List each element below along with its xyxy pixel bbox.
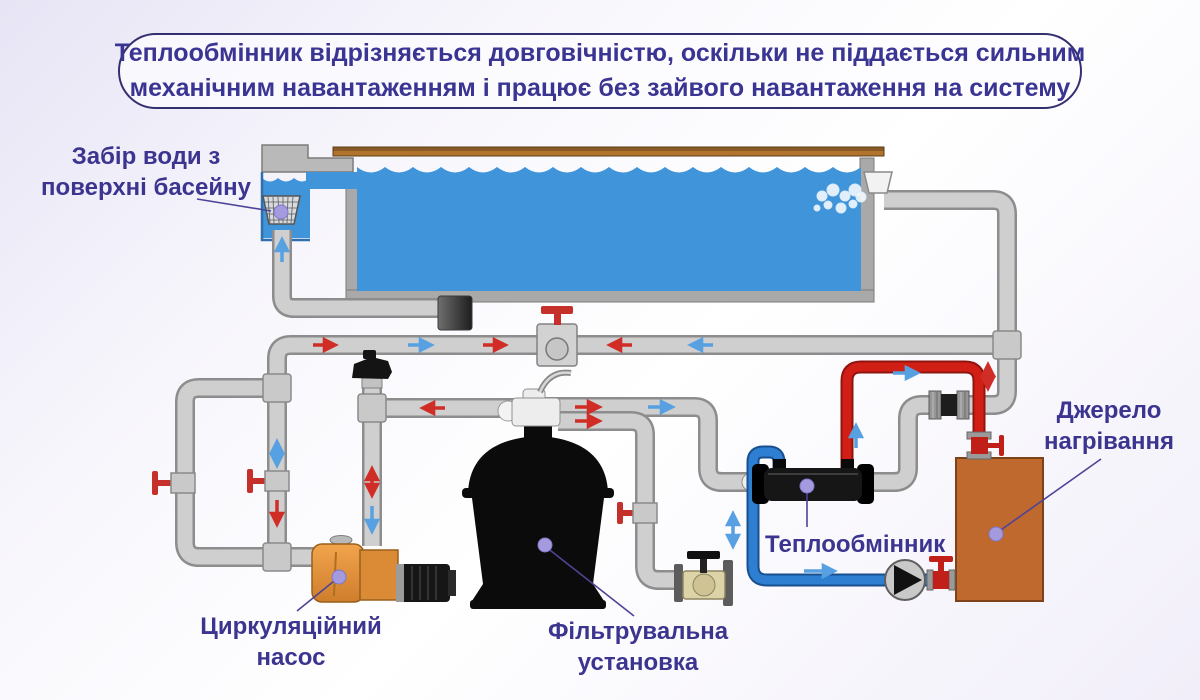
tee-fitting [262, 373, 292, 403]
dot-heating-source [988, 526, 1004, 542]
bypass-valve-left [152, 471, 196, 495]
tee-fitting [992, 330, 1022, 360]
waste-line-valve [617, 502, 658, 524]
return-inlet-fitting [863, 171, 893, 194]
dot-pump [331, 569, 347, 585]
label-water-intake-line1: Забір води з [71, 143, 221, 170]
label-circulation-pump-line1: Циркуляційний [200, 613, 382, 640]
dot-filter [537, 537, 553, 553]
label-filter-unit-line1: Фільтрувальна [547, 618, 729, 645]
pool-left-wall [345, 185, 359, 303]
filter-vessel [462, 422, 614, 609]
boiler-supply-valve [966, 431, 1004, 460]
label-filter-unit: Фільтрувальна установка [543, 616, 733, 678]
boiler-return-pipe [746, 445, 956, 587]
main-line-valve [536, 306, 578, 367]
vent-valve [352, 350, 392, 389]
title-line-2: механічним навантаженням і працює без за… [129, 74, 1071, 102]
pool [332, 146, 1017, 492]
boiler-pump-icon [884, 559, 926, 601]
waste-valve [674, 551, 733, 606]
callout-pointers [196, 198, 1102, 617]
label-water-intake-line2: поверхні басейну [41, 174, 251, 201]
filter-multiport-valve [497, 369, 572, 427]
title-banner: Теплообмінник відрізняється довговічніст… [115, 33, 1085, 109]
suction-valve [247, 469, 290, 493]
pipe-coupling [928, 390, 970, 420]
flow-arrows [268, 236, 997, 580]
main-drain [437, 295, 473, 331]
label-circulation-pump-line2: насос [256, 644, 326, 671]
label-circulation-pump: Циркуляційний насос [196, 611, 386, 673]
callout-dots [273, 204, 1004, 585]
title-line-1: Теплообмінник відрізняється довговічніст… [114, 39, 1086, 67]
skimmer [260, 144, 360, 242]
label-heat-exchanger: Теплообмінник [765, 529, 945, 560]
label-heating-source-line2: нагрівання [1044, 428, 1174, 455]
tee-fitting [262, 542, 292, 572]
label-filter-unit-line2: установка [577, 649, 699, 676]
label-water-intake: Забір води з поверхні басейну [40, 141, 252, 203]
pump-lid [329, 535, 353, 545]
label-heating-source-line1: Джерело [1056, 397, 1162, 424]
pool-deck [332, 146, 885, 157]
dot-heat-exchanger [799, 478, 815, 494]
return-jet-bubbles [813, 183, 867, 214]
label-heat-exchanger-line1: Теплообмінник [765, 531, 946, 558]
boiler-return-valve [926, 556, 956, 591]
circulation-pump [311, 535, 456, 603]
pump-motor [396, 564, 456, 602]
skimmer-box-edge [260, 172, 310, 242]
tee-fitting [357, 393, 387, 423]
skimmer-throat-water [306, 172, 360, 189]
label-heating-source: Джерело нагрівання [1025, 395, 1193, 457]
dot-skimmer [273, 204, 289, 220]
pool-water [357, 167, 861, 291]
